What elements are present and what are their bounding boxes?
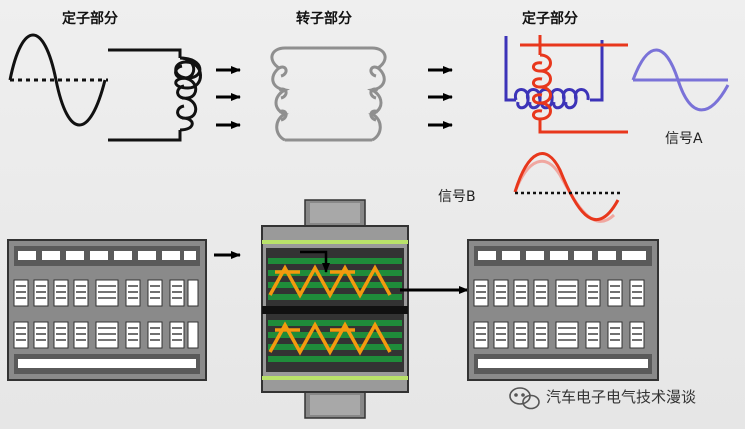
wechat-icon [509,387,540,410]
stator-right-heading: 定子部分 [522,11,578,27]
rotor-to-stator-arrows [428,66,453,129]
stator-coil [108,48,202,142]
stator-to-rotor-arrows [216,66,241,129]
stator-left-heading: 定子部分 [62,11,118,27]
signal-b-wave [513,152,620,223]
input-sine-wave [8,33,108,127]
stator-winding-red [520,35,628,134]
rotor-coil [270,46,387,142]
signal-a-label: 信号A [665,131,703,147]
signal-a-wave [631,48,730,112]
stator-block-left [7,239,207,381]
watermark-text: 汽车电子电气技术漫谈 [546,388,697,406]
rotor-block [261,199,409,419]
signal-b-label: 信号B [438,189,476,205]
stator-block-right [467,239,659,381]
stator-winding-blue [504,36,604,110]
rotor-heading: 转子部分 [296,11,352,27]
